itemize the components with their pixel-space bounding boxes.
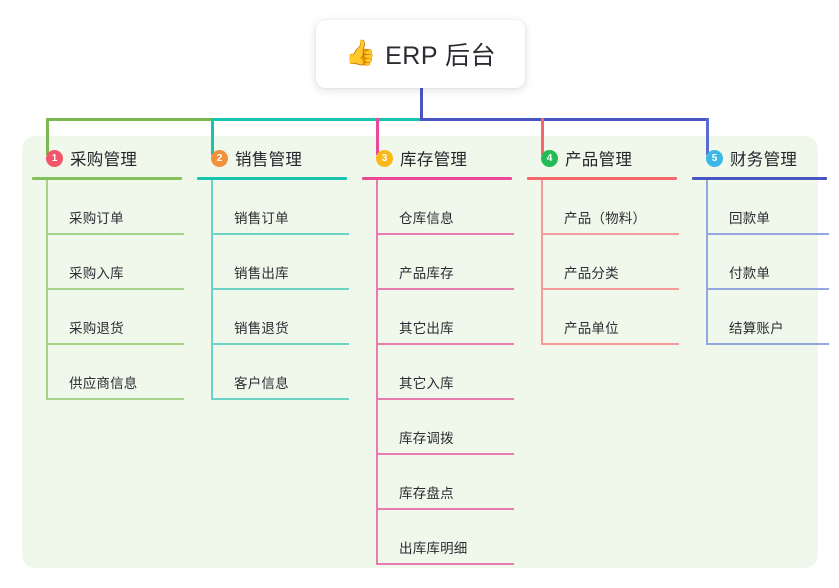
leaf-label: 供应商信息	[69, 376, 138, 391]
column-rule	[32, 177, 182, 180]
leaf-label: 库存盘点	[399, 486, 454, 501]
leaf-item[interactable]: 仓库信息	[378, 180, 514, 235]
branch-spine: 采购订单采购入库采购退货供应商信息	[46, 180, 184, 400]
leaf-label: 客户信息	[234, 376, 289, 391]
column-header-2[interactable]: 2 销售管理	[197, 146, 347, 170]
column-title: 财务管理	[730, 151, 798, 169]
leaf-item[interactable]: 产品库存	[378, 235, 514, 290]
column-销售管理: 2 销售管理销售订单销售出库销售退货客户信息	[197, 146, 349, 400]
column-title: 库存管理	[400, 151, 468, 169]
thumbs-up-icon: 👍	[344, 38, 377, 67]
leaf-label: 销售出库	[234, 266, 289, 281]
leaf-label: 采购入库	[69, 266, 124, 281]
leaf-item[interactable]: 采购退货	[48, 290, 184, 345]
branch-spine: 销售订单销售出库销售退货客户信息	[211, 180, 349, 400]
drop-line-1	[46, 118, 49, 155]
column-header-3[interactable]: 3 库存管理	[362, 146, 512, 170]
branch-spine: 回款单付款单结算账户	[706, 180, 829, 345]
badge-number-icon: 3	[376, 149, 393, 167]
column-header-5[interactable]: 5 财务管理	[692, 146, 827, 170]
leaf-label: 产品单位	[564, 321, 619, 336]
bar-teal	[211, 118, 423, 121]
leaf-label: 产品（物料）	[564, 211, 647, 226]
leaf-item[interactable]: 其它出库	[378, 290, 514, 345]
root-node[interactable]: 👍 ERP 后台	[316, 20, 525, 88]
branch-spine: 仓库信息产品库存其它出库其它入库库存调拨库存盘点出库库明细	[376, 180, 514, 565]
leaf-item[interactable]: 库存调拨	[378, 400, 514, 455]
leaf-label: 其它入库	[399, 376, 454, 391]
leaf-item[interactable]: 付款单	[708, 235, 829, 290]
drop-line-2	[211, 118, 214, 155]
badge-number-icon: 4	[541, 149, 558, 167]
column-title: 采购管理	[70, 151, 138, 169]
leaf-item[interactable]: 其它入库	[378, 345, 514, 400]
badge-number-icon: 5	[706, 149, 723, 167]
column-rule	[527, 177, 677, 180]
bar-green	[46, 118, 214, 121]
drop-line-5	[706, 118, 709, 155]
leaf-item[interactable]: 产品分类	[543, 235, 679, 290]
leaf-label: 产品分类	[564, 266, 619, 281]
drop-line-4	[541, 118, 544, 155]
leaf-label: 出库库明细	[399, 541, 468, 556]
leaf-label: 回款单	[729, 211, 771, 226]
leaf-item[interactable]: 结算账户	[708, 290, 829, 345]
column-title: 产品管理	[565, 151, 633, 169]
column-rule	[692, 177, 827, 180]
column-rule	[197, 177, 347, 180]
mindmap-panel	[22, 136, 818, 568]
leaf-item[interactable]: 回款单	[708, 180, 829, 235]
leaf-label: 产品库存	[399, 266, 454, 281]
column-财务管理: 5 财务管理回款单付款单结算账户	[692, 146, 829, 345]
column-header-4[interactable]: 4 产品管理	[527, 146, 677, 170]
leaf-item[interactable]: 采购入库	[48, 235, 184, 290]
leaf-item[interactable]: 产品单位	[543, 290, 679, 345]
leaf-label: 销售退货	[234, 321, 289, 336]
drop-line-3	[376, 118, 379, 155]
leaf-item[interactable]: 客户信息	[213, 345, 349, 400]
column-采购管理: 1 采购管理采购订单采购入库采购退货供应商信息	[32, 146, 184, 400]
leaf-label: 采购订单	[69, 211, 124, 226]
column-title: 销售管理	[235, 151, 303, 169]
leaf-item[interactable]: 库存盘点	[378, 455, 514, 510]
leaf-item[interactable]: 销售退货	[213, 290, 349, 345]
badge-number-icon: 1	[46, 149, 63, 167]
column-产品管理: 4 产品管理产品（物料） 产品分类产品单位	[527, 146, 679, 345]
bar-blue	[420, 118, 709, 121]
root-title: ERP 后台	[385, 42, 497, 70]
leaf-item[interactable]: 供应商信息	[48, 345, 184, 400]
leaf-label: 销售订单	[234, 211, 289, 226]
leaf-item[interactable]: 销售订单	[213, 180, 349, 235]
leaf-label: 其它出库	[399, 321, 454, 336]
leaf-label: 采购退货	[69, 321, 124, 336]
column-rule	[362, 177, 512, 180]
leaf-item[interactable]: 采购订单	[48, 180, 184, 235]
badge-number-icon: 2	[211, 149, 228, 167]
branch-spine: 产品（物料） 产品分类产品单位	[541, 180, 679, 345]
leaf-label: 仓库信息	[399, 211, 454, 226]
leaf-item[interactable]: 产品（物料）	[543, 180, 679, 235]
leaf-label: 库存调拨	[399, 431, 454, 446]
column-库存管理: 3 库存管理仓库信息产品库存其它出库其它入库库存调拨库存盘点出库库明细	[362, 146, 514, 565]
root-trunk	[420, 88, 423, 121]
leaf-item[interactable]: 出库库明细	[378, 510, 514, 565]
column-header-1[interactable]: 1 采购管理	[32, 146, 182, 170]
leaf-label: 结算账户	[729, 321, 784, 336]
leaf-item[interactable]: 销售出库	[213, 235, 349, 290]
leaf-label: 付款单	[729, 266, 771, 281]
